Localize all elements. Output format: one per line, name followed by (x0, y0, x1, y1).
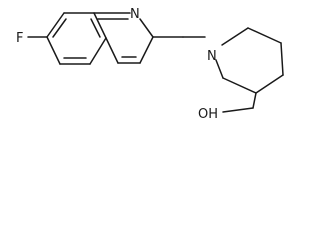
quinoline-pyridine-ring (93, 12, 154, 64)
piperidine-ring (215, 27, 284, 94)
fluorine-atom-label: F (16, 31, 23, 46)
hydroxymethyl-bond-2 (222, 107, 254, 113)
piperidine-nitrogen-label: N (207, 49, 217, 64)
hydroxymethyl-bond-1 (252, 92, 257, 109)
hydroxyl-label: OH (198, 107, 218, 122)
quinoline-benzo-ring (46, 12, 107, 65)
structure-canvas: F N N OH (16, 7, 284, 122)
quinoline-nitrogen-label: N (130, 7, 140, 22)
